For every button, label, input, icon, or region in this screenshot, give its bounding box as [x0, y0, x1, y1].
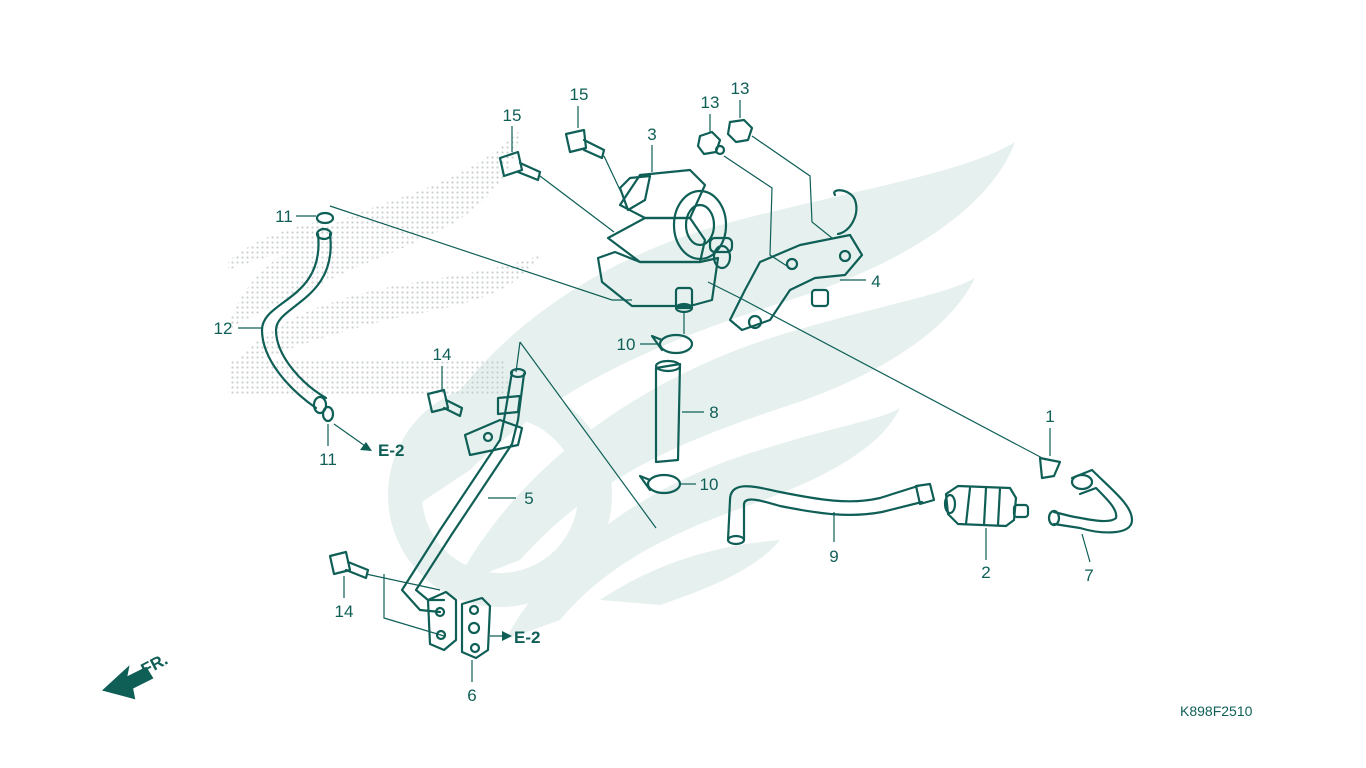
- callout-12: 12: [214, 319, 233, 338]
- part-6-gasket: [426, 590, 492, 660]
- part-15-bolt-a: [498, 150, 542, 182]
- part-4-bracket: [728, 189, 864, 332]
- callout-10-top: 10: [617, 335, 636, 354]
- callout-5: 5: [524, 489, 533, 508]
- part-11-clip-top: [315, 211, 335, 225]
- callout-11-top: 11: [275, 207, 293, 226]
- callout-1: 1: [1045, 407, 1054, 426]
- part-13-nut-a: [696, 130, 726, 156]
- callout-15-b: 15: [570, 85, 589, 104]
- callout-labels: 15 15 3 13 13 4 11 12 11 10 8 10 14 5 14…: [214, 79, 1094, 705]
- callout-8: 8: [709, 403, 718, 422]
- callout-9: 9: [829, 547, 838, 566]
- dotted-wing-watermark: [228, 130, 540, 395]
- part-13-nut-b: [726, 118, 754, 144]
- callout-3: 3: [647, 125, 656, 144]
- leader-lines: [238, 100, 1091, 682]
- callout-14-bottom: 14: [335, 602, 354, 621]
- part-1-clip: [1038, 456, 1062, 480]
- part-14-bolt-top: [426, 388, 464, 418]
- part-12-hose: [260, 227, 333, 415]
- callout-13-a: 13: [701, 93, 720, 112]
- part-3-solenoid-valve: [596, 168, 734, 314]
- callout-15-a: 15: [503, 106, 522, 125]
- reference-e2-top: E-2: [378, 441, 404, 460]
- callout-4: 4: [871, 272, 880, 291]
- callout-6: 6: [467, 686, 476, 705]
- callout-13-b: 13: [731, 79, 750, 98]
- figure-code: K898F2510: [1180, 703, 1253, 719]
- callout-10-bottom: 10: [700, 475, 719, 494]
- callout-2: 2: [981, 563, 990, 582]
- part-11-clip-bottom: [321, 405, 335, 423]
- part-9-hose: [726, 482, 936, 546]
- callout-11-bottom: 11: [319, 450, 337, 469]
- part-14-bolt-bottom: [328, 550, 370, 580]
- front-direction-arrow-icon: [101, 665, 154, 700]
- gear-watermark: [388, 383, 612, 607]
- part-2-check-valve: [943, 484, 1030, 528]
- callout-14-top: 14: [433, 345, 452, 364]
- part-15-bolt-b: [564, 128, 606, 160]
- wing-watermark: [395, 142, 1015, 640]
- part-7-hose: [1047, 468, 1134, 534]
- reference-e2-bottom: E-2: [514, 628, 540, 647]
- callout-7: 7: [1084, 566, 1093, 585]
- part-8-hose: [654, 359, 682, 464]
